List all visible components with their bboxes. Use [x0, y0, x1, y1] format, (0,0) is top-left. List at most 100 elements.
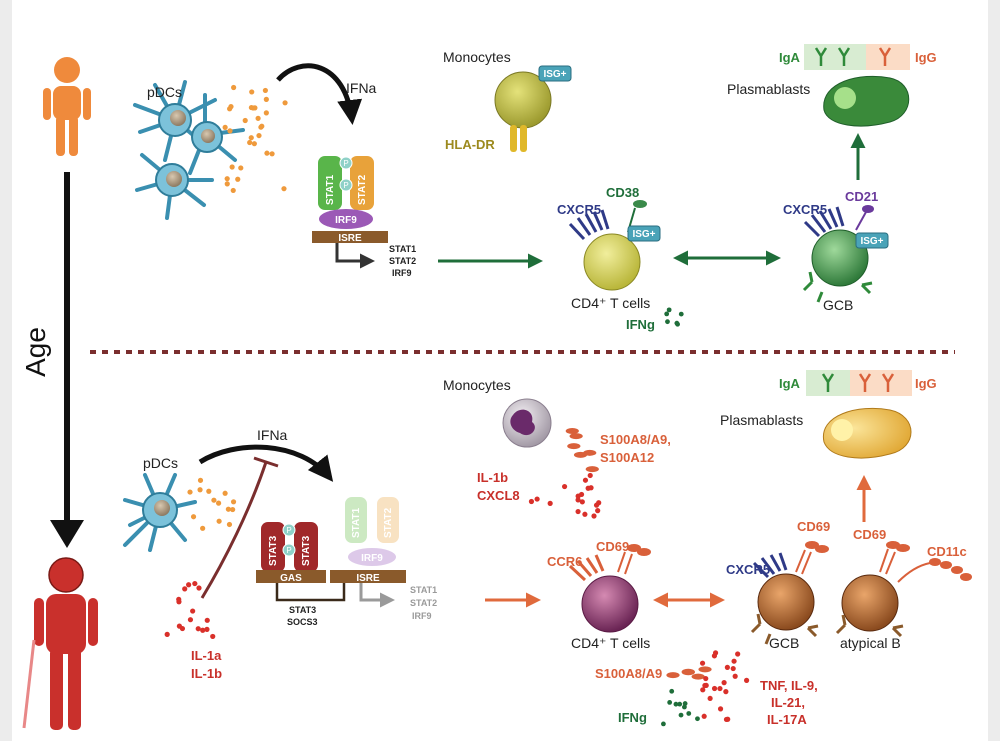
old-gcb-cxcr5: CXCR5	[726, 562, 770, 577]
ifn-dot	[197, 477, 204, 483]
ifn-dot	[226, 521, 233, 528]
svg-text:P: P	[286, 526, 291, 535]
cytokine-dot	[711, 653, 718, 659]
old-s100a12-label: S100A12	[600, 450, 654, 465]
cytokine-dot	[701, 713, 707, 719]
old-bottom-s100-label: S100A8/A9	[595, 666, 662, 681]
old-ig-box	[806, 370, 912, 396]
age-axis: Age	[20, 172, 84, 548]
old-gene-stat3: STAT3	[289, 605, 316, 615]
ifng-dot	[666, 307, 672, 313]
ifn-dot	[262, 87, 268, 94]
old-pdc	[123, 473, 197, 552]
ifng-dot	[669, 688, 675, 694]
il1-dot	[210, 633, 216, 640]
il1-dot	[164, 631, 170, 637]
young-cd4-cxcr5: CXCR5	[557, 202, 601, 217]
old-stat3a-label: STAT3	[268, 535, 279, 566]
old-il1-dots	[164, 580, 216, 640]
ifn-dot	[231, 84, 237, 91]
young-cd4-label: CD4⁺ T cells	[571, 295, 650, 311]
young-gcb-cell	[802, 205, 874, 303]
il1b-dot	[561, 483, 568, 490]
young-ig-box	[804, 44, 910, 70]
young-stat2-label: STAT2	[357, 174, 368, 205]
ifn-dot	[216, 518, 222, 524]
ifng-dot	[695, 716, 700, 722]
young-gcb-label: GCB	[823, 297, 853, 313]
cytokine-dot	[731, 658, 737, 664]
old-il1-inhibition-line	[200, 461, 268, 599]
il1b-dot	[587, 472, 593, 479]
s100-pill	[569, 433, 583, 440]
ifn-dot	[263, 96, 269, 102]
ifn-dot	[224, 181, 230, 187]
ifng-dot	[686, 711, 692, 716]
ifn-dot	[229, 164, 235, 170]
young-ifna-arrow	[276, 63, 363, 125]
ifn-dot	[251, 141, 257, 147]
ifn-dot	[197, 487, 203, 493]
young-monocytes-label: Monocytes	[443, 49, 511, 65]
il1-dot	[195, 626, 201, 632]
ifng-dot	[677, 701, 683, 707]
old-faded-stat-complex: STAT1 STAT2 IRF9	[345, 497, 399, 566]
il1-dot	[204, 626, 210, 632]
young-isre-label: ISRE	[338, 233, 362, 244]
s100-pill	[565, 428, 579, 435]
old-s100-label: S100A8/A9,	[600, 432, 671, 447]
young-gene-irf9: IRF9	[392, 268, 412, 278]
old-il1b-dots	[528, 472, 602, 519]
young-p1-label: P	[343, 159, 348, 168]
ifn-dot	[215, 500, 222, 506]
old-il1b-label: IL-1b	[191, 666, 222, 681]
old-ifn-dots	[187, 477, 237, 531]
cytokine-dot	[711, 685, 718, 692]
ifn-dot	[224, 176, 230, 182]
young-irf9-label: IRF9	[335, 215, 357, 226]
young-cd4-cd38: CD38	[606, 185, 639, 200]
il1b-dot	[595, 508, 601, 514]
ifn-dot	[264, 150, 270, 156]
young-stat-complex: STAT1 STAT2 P P IRF9 ISRE STAT1 STAT2 IR…	[312, 156, 416, 278]
svg-text:ISG+: ISG+	[543, 69, 566, 80]
svg-text:P: P	[286, 546, 291, 555]
cytokine-dot	[724, 664, 730, 670]
old-ifna-arrow	[198, 444, 334, 482]
ifn-dot	[281, 186, 287, 192]
cytokine-dot	[721, 680, 727, 686]
ifng-dot	[678, 712, 684, 718]
il1b-dot	[534, 496, 540, 502]
old-igg-label: IgG	[915, 376, 937, 391]
old-bottom-ifng-dots	[661, 688, 700, 727]
cytokine-dot	[735, 651, 741, 657]
young-gene-stat1: STAT1	[389, 244, 416, 254]
young-ifn-dots	[222, 84, 288, 194]
ifn-dot	[248, 135, 254, 141]
old-person-icon	[22, 557, 98, 730]
young-stat1-label: STAT1	[325, 174, 336, 205]
ifn-dot	[228, 104, 234, 110]
cytokine-dot	[717, 706, 724, 712]
cytokine-dot	[717, 685, 723, 692]
old-gcb-cell	[750, 541, 829, 645]
old-cd4-label: CD4⁺ T cells	[571, 635, 650, 651]
young-person-icon	[43, 57, 91, 156]
young-ifng-dots	[664, 307, 684, 327]
ifn-dot	[227, 128, 233, 134]
il1-dot	[176, 596, 182, 602]
old-bottom-s100-pills	[666, 666, 712, 680]
cytokine-dot	[723, 689, 729, 695]
old-atypical-b-cell	[835, 541, 972, 638]
young-igg-label: IgG	[915, 50, 937, 65]
s100-pill	[698, 666, 712, 673]
young-gcb-cd21: CD21	[845, 189, 878, 204]
old-tnf-label-2: IL-21,	[771, 695, 805, 710]
il1b-dot	[575, 493, 581, 499]
il1-dot	[196, 585, 202, 591]
old-monocyte	[502, 398, 552, 448]
ifn-dot	[211, 497, 217, 503]
ifn-dot	[222, 490, 228, 496]
young-plasmablast	[823, 75, 910, 127]
